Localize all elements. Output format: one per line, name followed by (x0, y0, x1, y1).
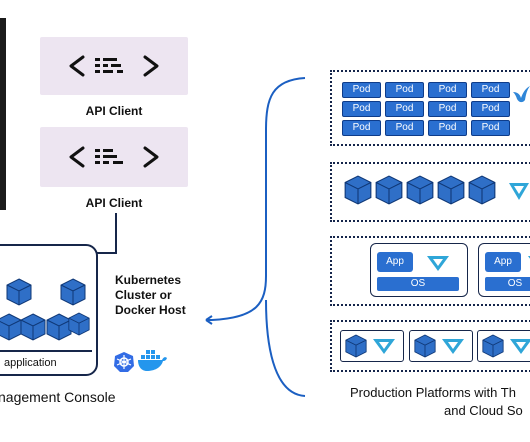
pod: Pod (385, 101, 424, 117)
app-box-2: App OS (478, 243, 530, 297)
cube-icon (60, 278, 86, 306)
console-app-divider (0, 350, 92, 352)
code-icon (69, 55, 159, 77)
v-logo-icon (427, 256, 449, 271)
pod: Pod (428, 120, 467, 136)
cluster-label-line1: Kubernetes (115, 273, 182, 287)
cluster-label: Kubernetes Cluster or Docker Host (115, 273, 186, 318)
production-caption-line2: and Cloud So (444, 403, 523, 418)
cube-icon (437, 175, 465, 205)
bird-logo-icon (513, 86, 530, 103)
cube-icon (414, 334, 436, 358)
v-logo-icon (509, 183, 529, 200)
platform-bracket (211, 77, 306, 321)
os-pill-1: OS (377, 277, 459, 291)
cluster-label-line3: Docker Host (115, 303, 186, 317)
cube-icon (68, 312, 90, 336)
cluster-label-line2: Cluster or (115, 288, 172, 302)
kubernetes-icon (114, 352, 134, 372)
pod: Pod (428, 82, 467, 98)
mini-box-2 (409, 330, 473, 362)
pod: Pod (342, 82, 381, 98)
code-icon (69, 146, 159, 168)
pod: Pod (385, 82, 424, 98)
console-caption: nagement Console (0, 389, 116, 405)
api-client-label-1: API Client (85, 104, 143, 118)
mini-box-1 (340, 330, 404, 362)
serverless-platform-row (330, 320, 530, 372)
pod: Pod (471, 101, 510, 117)
app-pill-2: App (485, 252, 521, 272)
device-edge (0, 18, 6, 210)
mini-box-3 (477, 330, 530, 362)
v-logo-icon (373, 339, 395, 354)
v-logo-icon (510, 339, 530, 354)
cube-icon (0, 313, 22, 341)
cube-icon (344, 175, 372, 205)
cube-icon (345, 334, 367, 358)
console-cubes (0, 275, 90, 345)
pod: Pod (342, 120, 381, 136)
api-client-label-2: API Client (85, 196, 143, 210)
bracket-bottom (265, 299, 306, 397)
pod: Pod (471, 120, 510, 136)
os-pill-2: OS (485, 277, 530, 291)
api-client-card-2 (40, 127, 188, 187)
containers-platform-row (330, 162, 530, 222)
cube-icon (406, 175, 434, 205)
pod: Pod (471, 82, 510, 98)
pod: Pod (342, 101, 381, 117)
app-pill-1: App (377, 252, 413, 272)
api-client-card-1 (40, 37, 188, 95)
cube-icon (468, 175, 496, 205)
production-caption-line1: Production Platforms with Th (350, 385, 516, 400)
container-cubes (344, 175, 504, 207)
cube-icon (20, 313, 46, 341)
app-box-1: App OS (370, 243, 468, 297)
cube-icon (6, 278, 32, 306)
pod: Pod (385, 120, 424, 136)
console-app-label: application (4, 357, 57, 369)
v-logo-icon (442, 339, 464, 354)
cube-icon (375, 175, 403, 205)
cube-icon (482, 334, 504, 358)
pod: Pod (428, 101, 467, 117)
management-console-box (0, 244, 98, 376)
docker-icon (138, 350, 167, 371)
vm-platform-row (330, 236, 530, 306)
arrow-head-icon (205, 315, 213, 325)
pods-platform-row (330, 70, 530, 146)
pod-grid: Pod Pod Pod Pod Pod Pod Pod Pod Pod Pod … (342, 82, 510, 136)
